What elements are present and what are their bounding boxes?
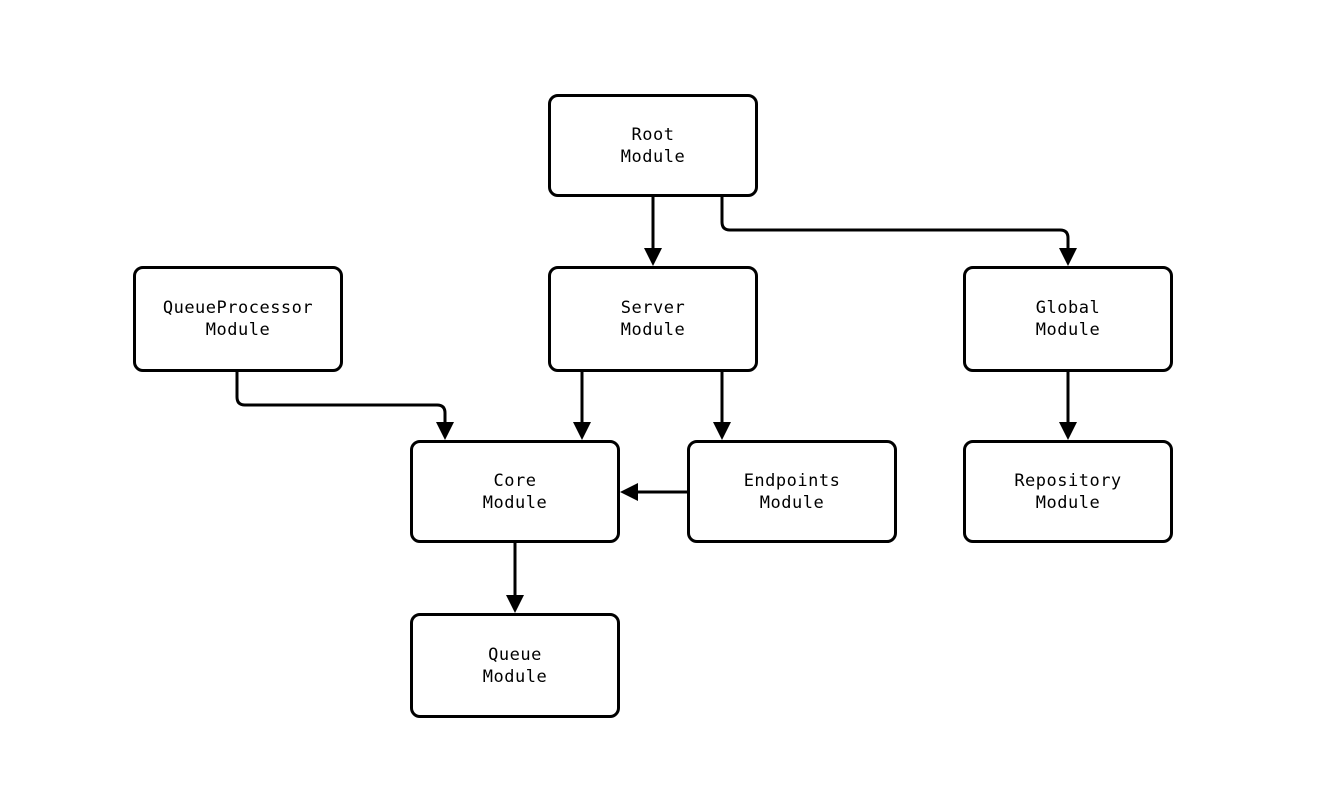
- node-label-primary: Server: [620, 298, 686, 318]
- arrowhead-down-icon: [1059, 248, 1077, 266]
- edge-endpoints-to-core: [620, 483, 687, 501]
- node-label-primary: Core: [493, 470, 537, 491]
- node-label-primary: Global: [1035, 298, 1101, 318]
- edge-server-to-endpoints: [713, 372, 731, 440]
- arrowhead-left-icon: [620, 483, 638, 501]
- node-label-secondary: Module: [759, 492, 825, 513]
- edge-line: [235, 372, 447, 426]
- edge-root-to-server: [644, 197, 662, 266]
- arrowhead-down-icon: [713, 422, 731, 440]
- edge-core-to-queue: [506, 543, 524, 613]
- node-label-secondary: Module: [205, 320, 271, 340]
- node-label-primary: Endpoints: [743, 470, 841, 491]
- arrowhead-down-icon: [1059, 422, 1077, 440]
- edge-line: [720, 197, 1070, 252]
- edge-server-to-core: [573, 372, 591, 440]
- node-label-secondary: Module: [620, 320, 686, 340]
- node-label-primary: Root: [631, 124, 675, 145]
- node-label-primary: Queue: [488, 644, 542, 665]
- arrowhead-down-icon: [644, 248, 662, 266]
- node-label-secondary: Module: [1035, 320, 1101, 340]
- node-label-secondary: Module: [1035, 492, 1101, 513]
- edge-queueprocessor-to-core: [235, 372, 454, 440]
- node-label-secondary: Module: [482, 492, 548, 513]
- arrowhead-down-icon: [573, 422, 591, 440]
- edge-global-to-repository: [1059, 372, 1077, 440]
- arrowhead-down-icon: [436, 422, 454, 440]
- node-label-secondary: Module: [620, 146, 686, 167]
- node-label-secondary: Module: [482, 666, 548, 687]
- node-label-primary: QueueProcessor: [162, 298, 314, 318]
- arrowhead-down-icon: [506, 595, 524, 613]
- edge-root-to-global: [720, 197, 1077, 266]
- node-label-primary: Repository: [1014, 470, 1122, 491]
